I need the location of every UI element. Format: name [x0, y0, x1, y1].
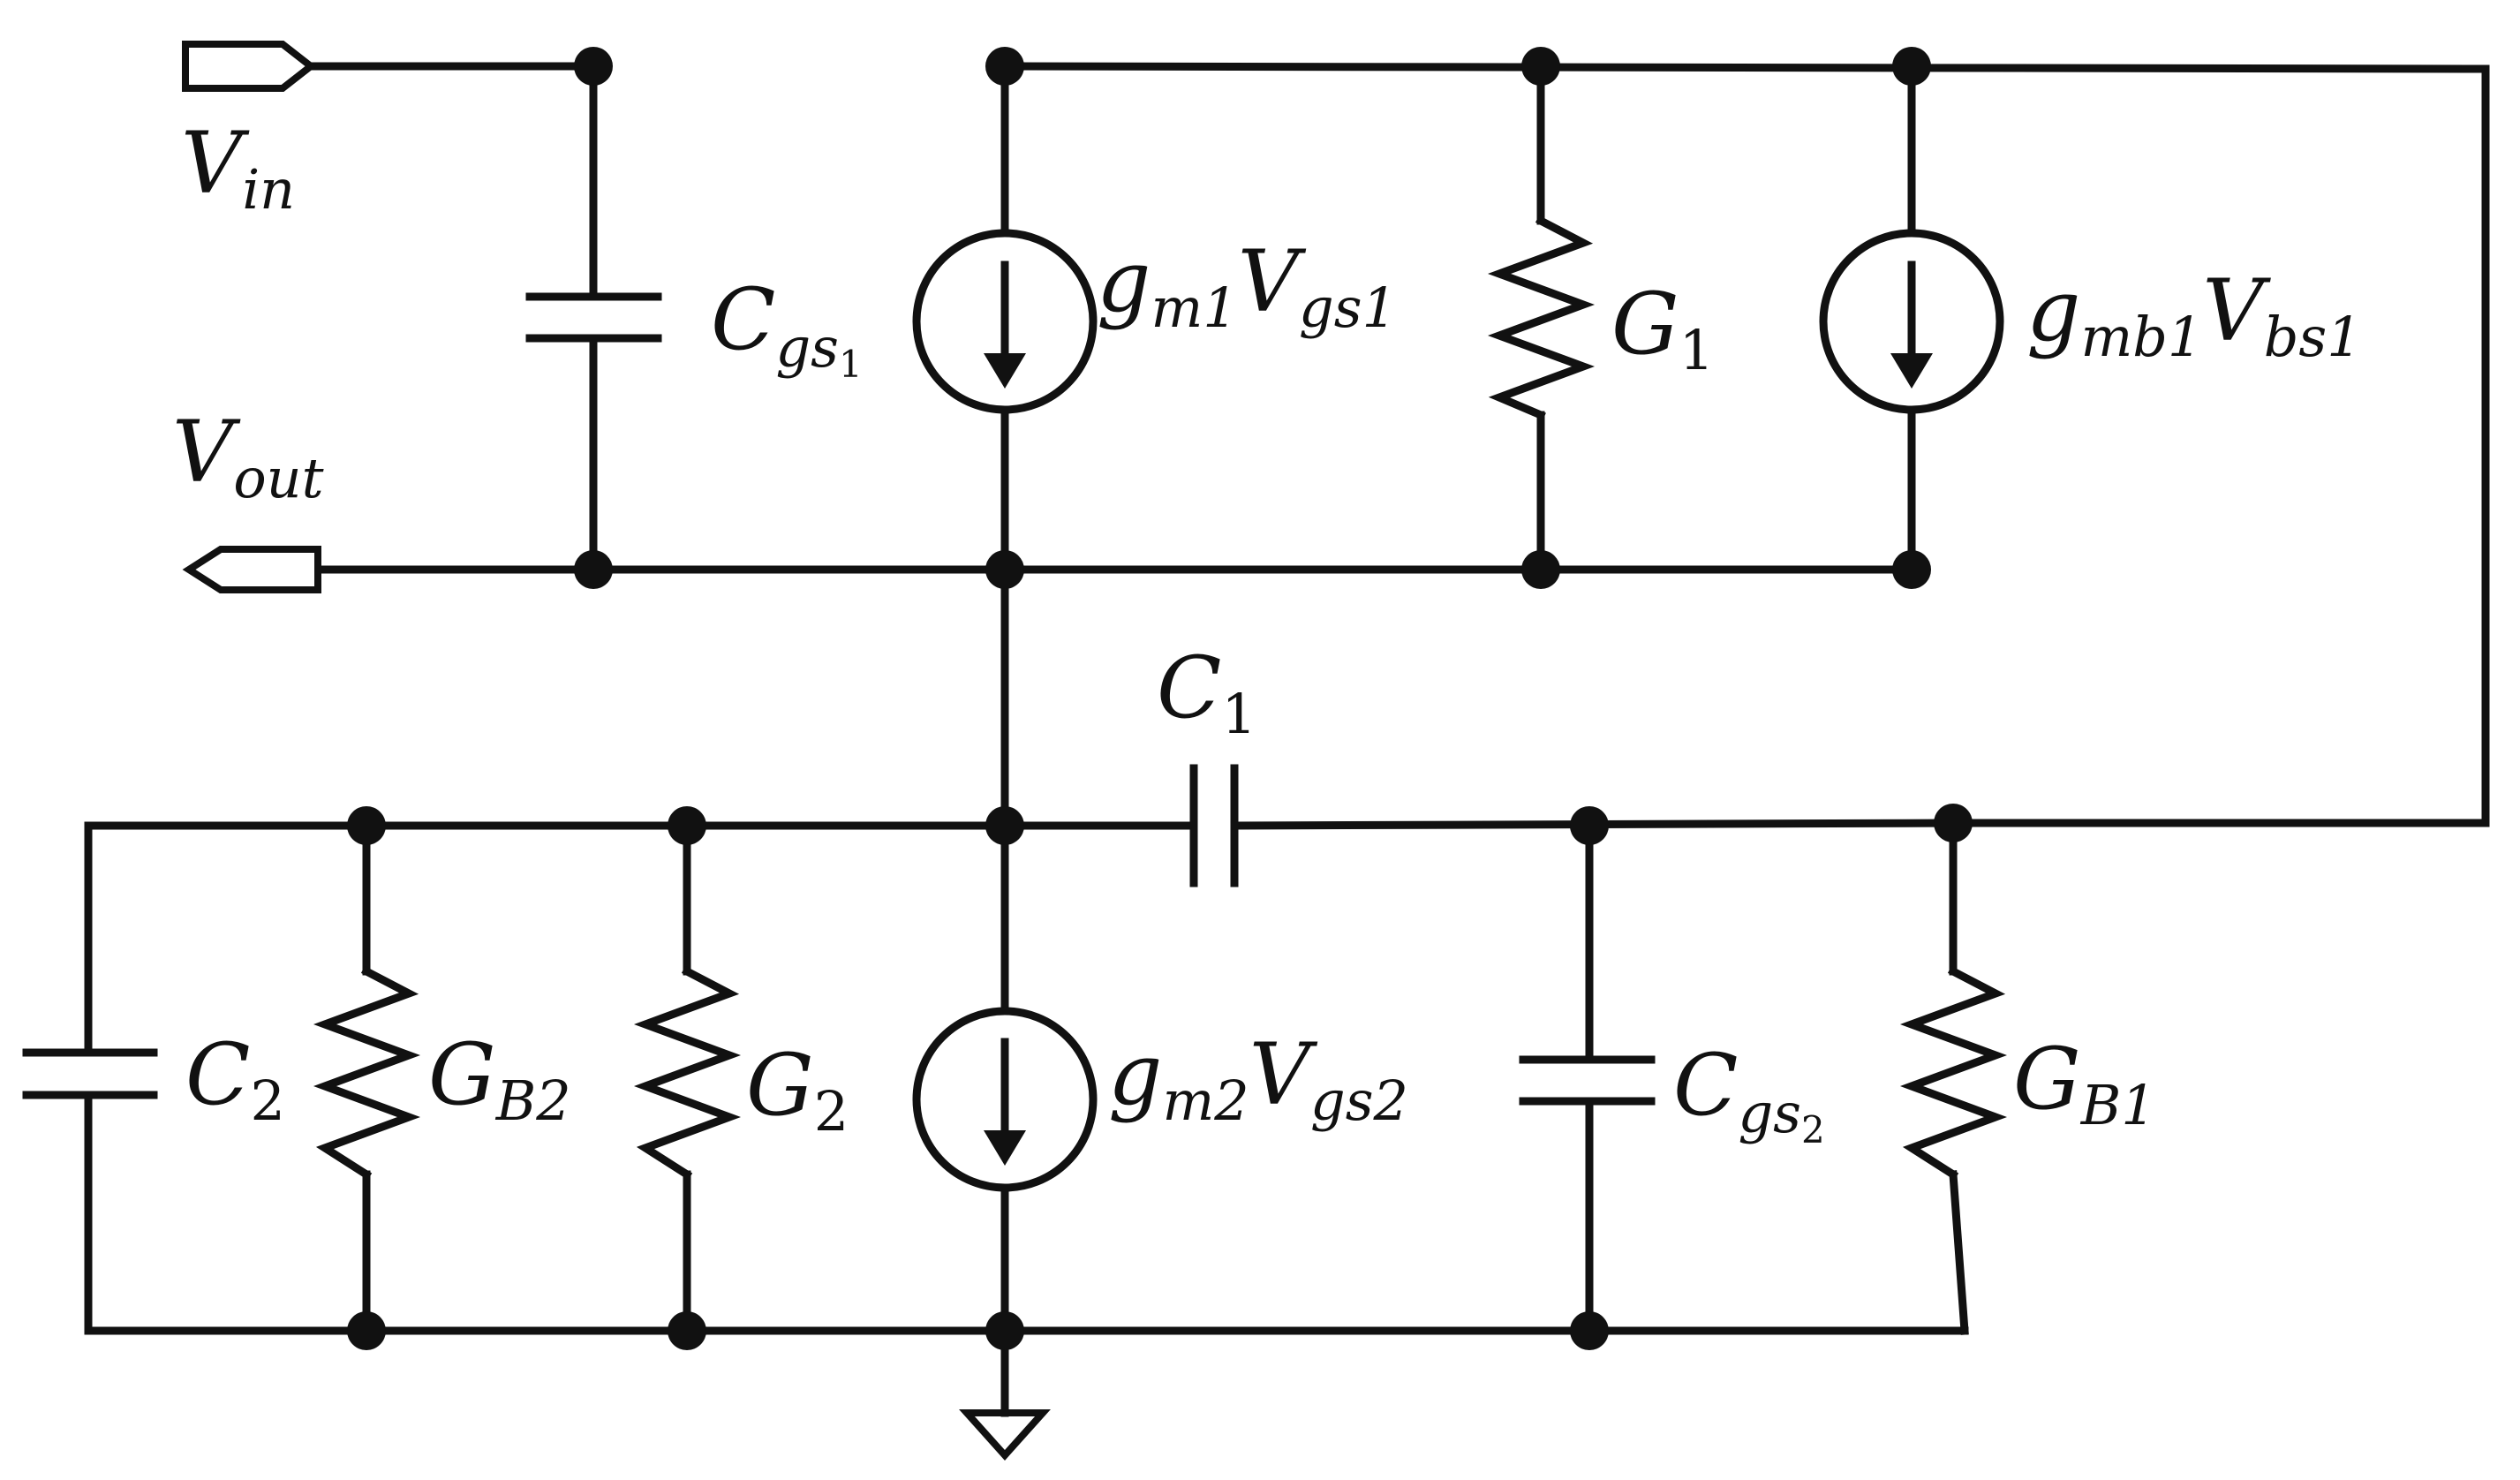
gmb1-current-source [1819, 229, 2004, 414]
junction-dots [347, 47, 1973, 1350]
gmb1-label: gmb1Vbs1 [2026, 261, 2362, 369]
gm1-current-source [912, 229, 1098, 414]
vout-port [182, 546, 321, 593]
vout-label: Vout [172, 403, 324, 510]
g2-label: G2 [746, 1036, 849, 1144]
gm1-label: gm1Vgs1 [1097, 232, 1397, 340]
gb1-resistor [1899, 965, 2008, 1181]
wires [84, 62, 2490, 1417]
cgs1-label: Cgs1 [711, 270, 863, 386]
c1-label: C1 [1157, 638, 1256, 746]
vin-port [182, 41, 317, 92]
wire-gb1-bottom [1949, 1170, 1969, 1335]
c1-capacitor [1189, 764, 1239, 887]
g2-resistor [633, 965, 742, 1181]
gb2-resistor [313, 965, 421, 1181]
gm2-label: gm2Vgs2 [1108, 1025, 1408, 1133]
gm2-current-source [912, 1007, 1098, 1192]
vin-label: Vin [181, 114, 295, 222]
g1-resistor [1487, 215, 1596, 420]
g1-label: G1 [1611, 275, 1714, 382]
gb2-label: GB2 [428, 1025, 571, 1133]
cgs2-capacitor [1519, 1055, 1656, 1106]
c2-capacitor [22, 1048, 158, 1099]
wire-c2-bottom [84, 1091, 1969, 1335]
c2-label: C2 [185, 1025, 285, 1133]
gb1-label: GB1 [2013, 1030, 2156, 1137]
cgs1-capacitor [525, 292, 662, 343]
ground-symbol [959, 1409, 1051, 1461]
cgs2-label: Cgs2 [1673, 1036, 1825, 1152]
wire-top-rail [1000, 62, 2490, 827]
wire-mid-left-rail [84, 821, 1009, 1055]
